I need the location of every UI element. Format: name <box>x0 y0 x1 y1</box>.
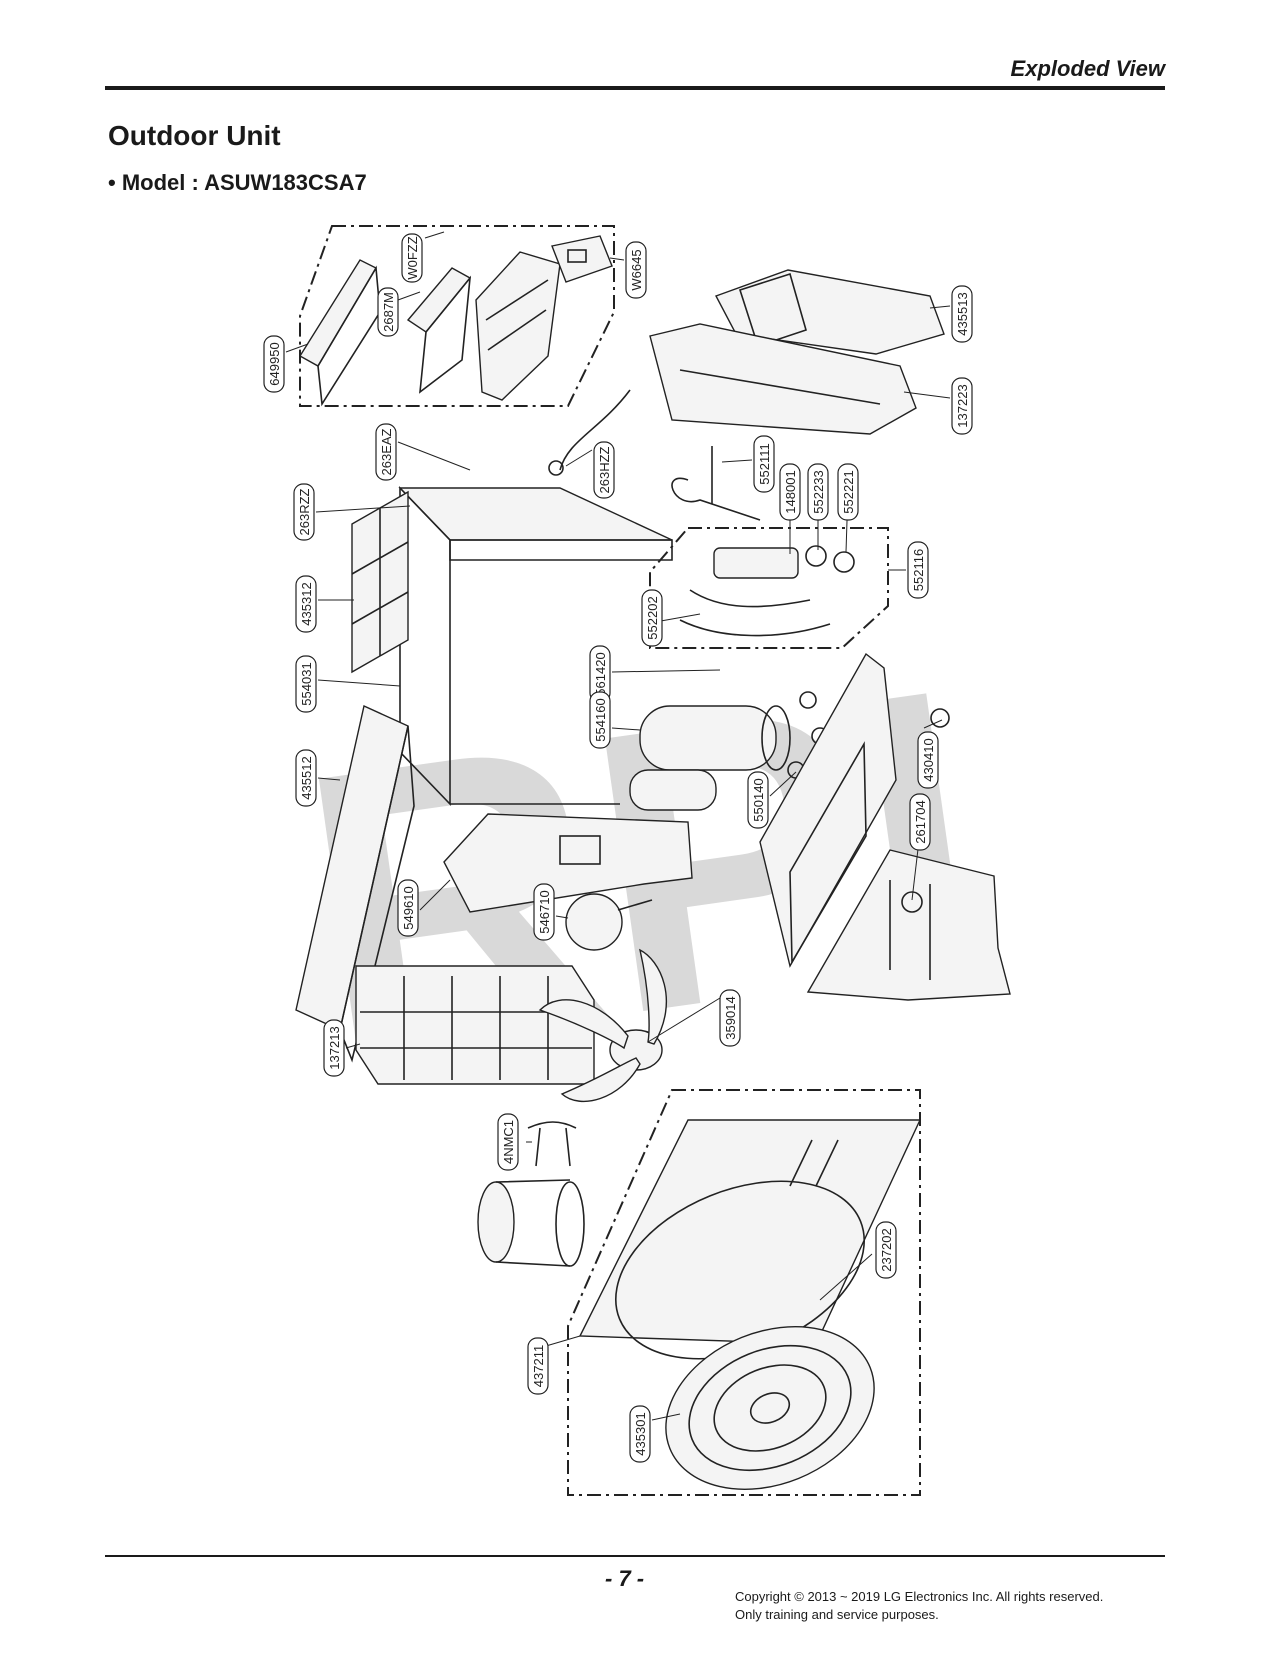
reactor <box>901 891 923 913</box>
callout-label: 237202 <box>879 1228 894 1271</box>
valve-group <box>649 527 889 649</box>
footer-rule <box>105 1555 1165 1557</box>
wire-harness <box>559 389 631 471</box>
callout-label: 2687M <box>381 292 396 332</box>
terminal-block <box>930 708 950 728</box>
header-rule <box>105 86 1165 90</box>
callout-label: W0FZZ <box>405 236 420 279</box>
control-box-chassis <box>475 251 561 401</box>
callout-label: 148001 <box>783 470 798 513</box>
callout-label: 263HZZ <box>597 446 612 493</box>
callout-label: 552202 <box>645 596 660 639</box>
fan-motor <box>565 893 653 951</box>
callout-label: 435512 <box>299 756 314 799</box>
base-group <box>567 1089 921 1496</box>
callout-label: 437211 <box>531 1345 546 1387</box>
callout-label: 137223 <box>955 384 970 427</box>
copyright-line: Copyright © 2013 ~ 2019 LG Electronics I… <box>735 1589 1104 1604</box>
side-panel-right <box>759 652 897 968</box>
rear-grille <box>351 490 409 674</box>
callout-label: 263EAZ <box>379 428 394 475</box>
cover-cylinder <box>477 1179 585 1267</box>
callout-label: 430410 <box>921 738 936 781</box>
nut-clip <box>527 1121 577 1167</box>
pcb-plate <box>406 267 472 394</box>
main-pcb <box>551 235 613 283</box>
callout-label: 261704 <box>913 800 928 843</box>
wire-connector <box>548 460 564 476</box>
callout-label: 552221 <box>841 470 856 513</box>
motor-mount <box>443 813 693 913</box>
callout-label: 549610 <box>401 886 416 929</box>
pipe-loop <box>671 446 761 521</box>
copyright-line: Only training and service purposes. <box>735 1607 939 1622</box>
callout-label: 649950 <box>267 342 282 385</box>
propeller-fan <box>538 948 668 1102</box>
callout-label: 4NMC1 <box>501 1120 516 1164</box>
fan-guard <box>665 1326 875 1490</box>
service-cover <box>806 849 1011 1001</box>
compressor <box>629 705 791 811</box>
front-grille <box>355 965 595 1085</box>
callout-label: 359014 <box>723 996 738 1039</box>
service-valve-assembly <box>679 545 855 637</box>
callout-label: 263RZZ <box>297 488 312 535</box>
condenser-frame <box>398 486 673 806</box>
callout-label: 550140 <box>751 778 766 821</box>
callout-label: 554031 <box>299 662 314 705</box>
control-box-group <box>299 225 615 407</box>
callout-label: 552116 <box>911 549 926 591</box>
callout-label: 561420 <box>593 652 608 695</box>
model-line: • Model : ASUW183CSA7 <box>108 170 367 195</box>
page-number: - 7 - <box>605 1566 645 1591</box>
header-title: Exploded View <box>1010 56 1165 81</box>
callout-label: 137213 <box>327 1026 342 1069</box>
callout-label: 546710 <box>537 890 552 933</box>
section-title: Outdoor Unit <box>108 120 281 151</box>
callout-labels: W0FZZ 2687M 649950 W6645 435513 137223 2… <box>263 233 973 1463</box>
callout-label: 435513 <box>955 292 970 335</box>
callout-label: 435312 <box>299 582 314 625</box>
callout-label: 552233 <box>811 470 826 513</box>
callout-label: 554160 <box>593 698 608 741</box>
callout-label: 552111 <box>757 443 772 484</box>
callout-label: W6645 <box>629 249 644 290</box>
callout-label: 435301 <box>633 1412 648 1455</box>
copyright-notice: Copyright © 2013 ~ 2019 LG Electronics I… <box>735 1588 1103 1624</box>
top-panel <box>649 323 917 435</box>
